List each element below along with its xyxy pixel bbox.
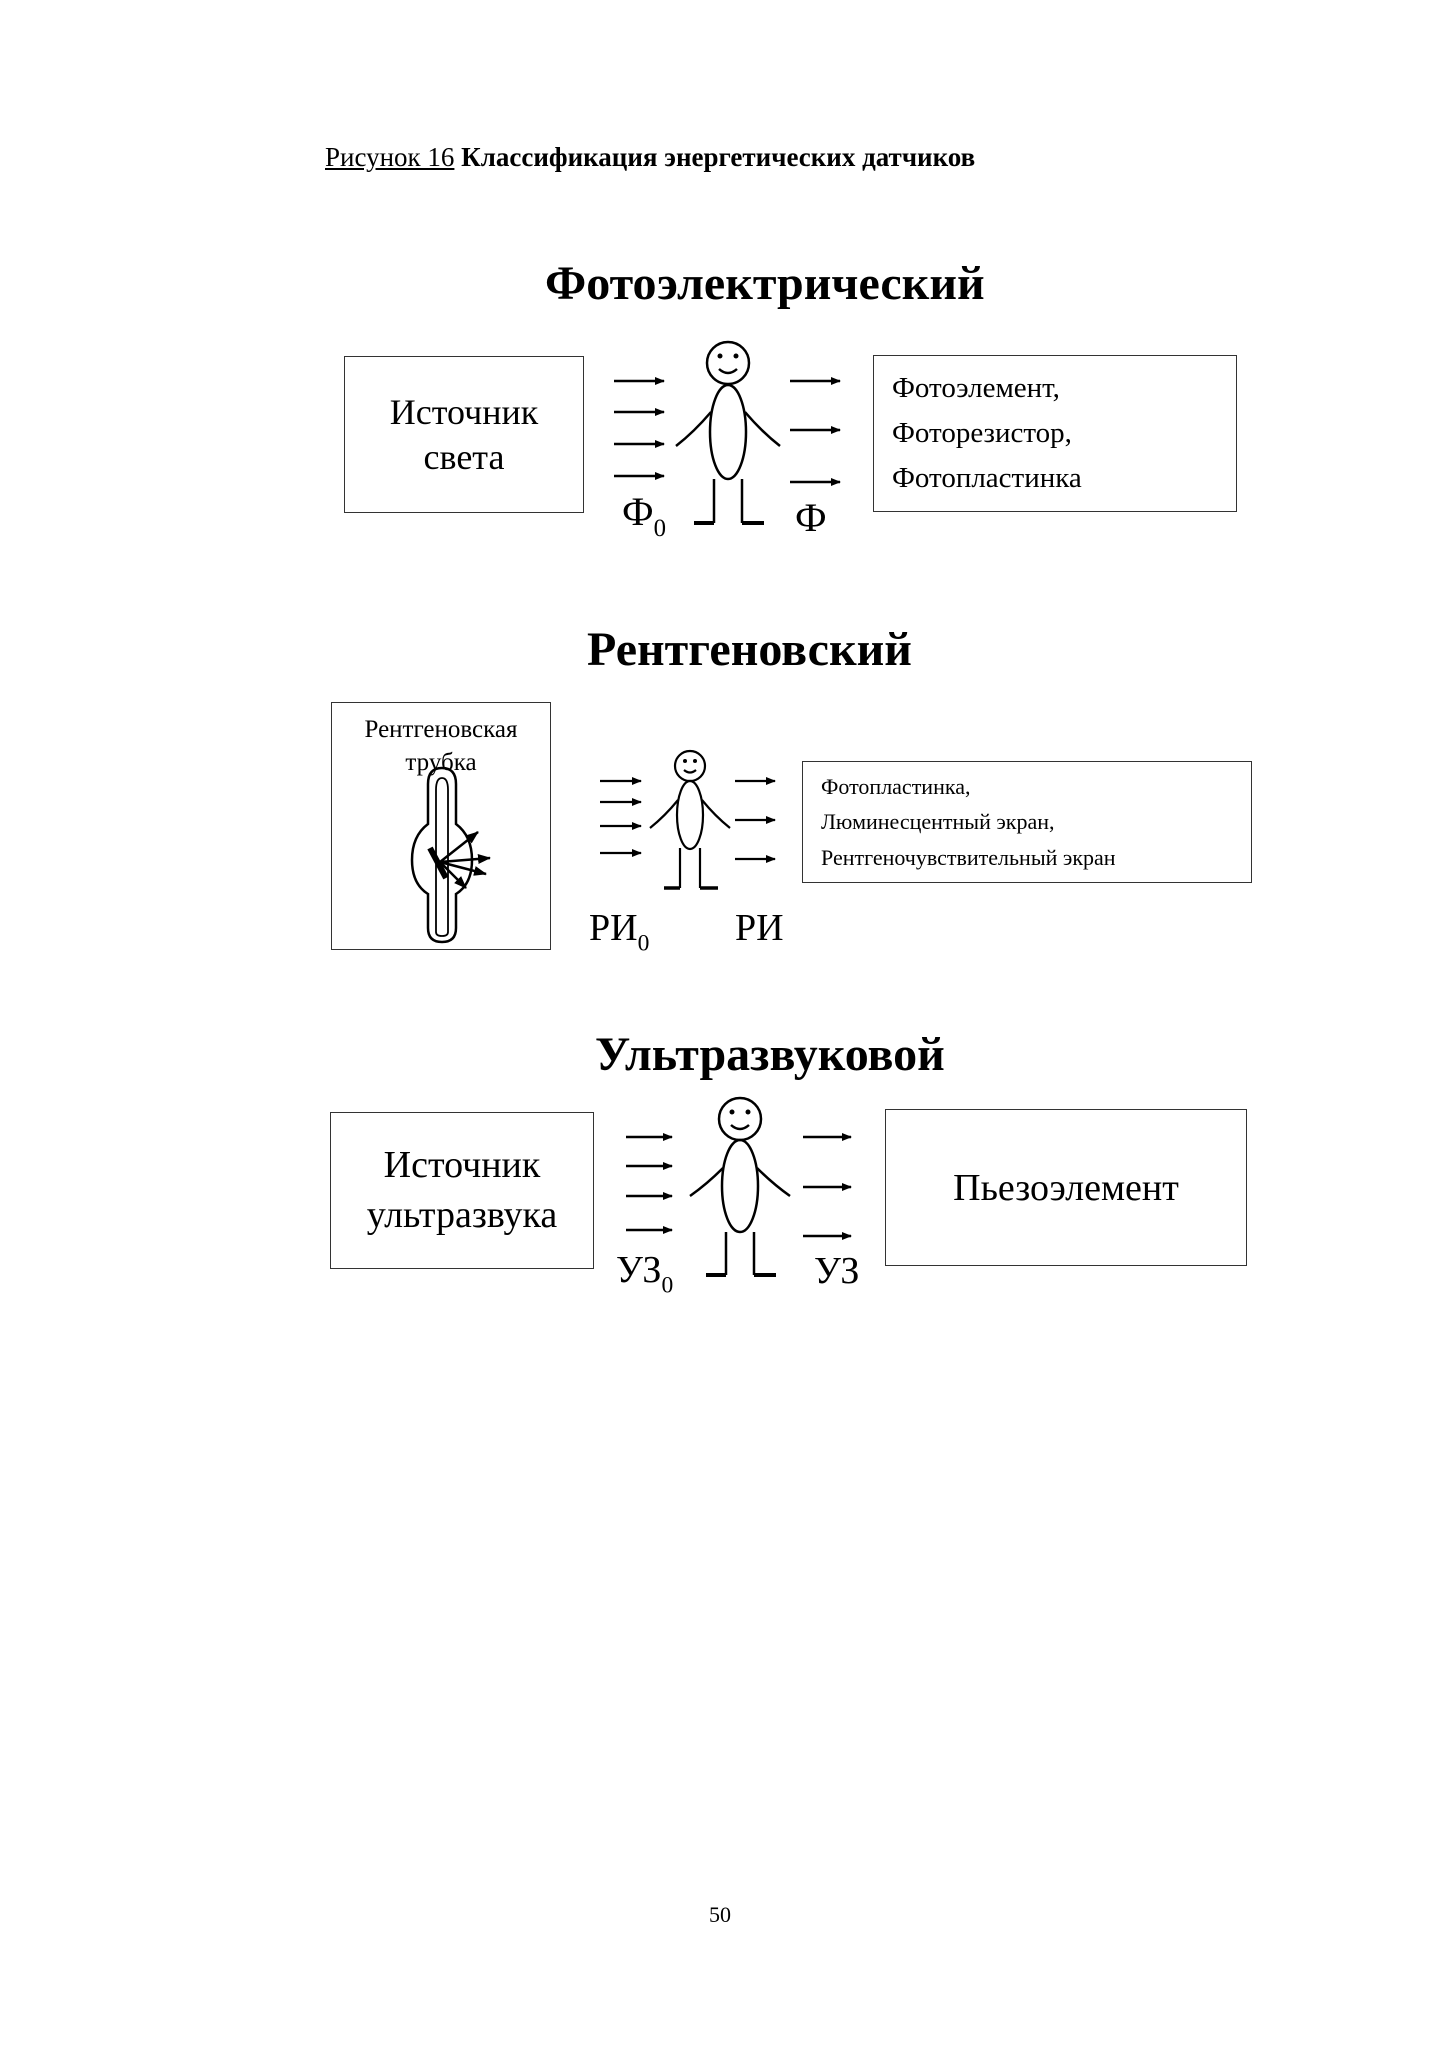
ultrasound-source-box: Источник ультразвука: [330, 1112, 594, 1269]
incident-light-arrows: [614, 377, 665, 480]
xray-detector-line-1: Фотопластинка,: [821, 774, 971, 800]
transmitted-xray-arrows: [735, 777, 776, 863]
ultrasound-source-line-1: Источник: [383, 1144, 541, 1187]
xray-tube-icon: [410, 766, 491, 944]
stick-figure-1: [675, 340, 781, 525]
piezo-detector-box: Пьезоэлемент: [885, 1109, 1247, 1266]
incident-xray-arrows: [600, 777, 642, 857]
light-source-line-1: Источник: [389, 391, 539, 432]
light-source-box: Источник света: [344, 356, 584, 513]
section-title-photoelectric: Фотоэлектрический: [545, 257, 985, 310]
transmitted-xray-label: РИ: [735, 907, 784, 949]
incident-ultrasound-symbol: УЗ: [616, 1249, 662, 1291]
xray-tube-line-1: Рентгеновская: [364, 716, 518, 743]
xray-detector-line-3: Рентгеночувствительный экран: [821, 844, 1116, 870]
incident-flux-label: Ф0: [622, 488, 666, 543]
photo-detector-line-2: Фоторезистор,: [892, 417, 1072, 450]
figure-caption: Рисунок 16 Классификация энергетических …: [325, 142, 975, 173]
xray-tube-box: Рентгеновская трубка: [331, 702, 551, 950]
incident-xray-subscript: 0: [637, 930, 650, 957]
photo-detector-line-1: Фотоэлемент,: [892, 372, 1060, 405]
transmitted-ultrasound-label: УЗ: [814, 1250, 860, 1292]
xray-detector-line-2: Люминесцентный экран,: [821, 809, 1055, 835]
transmitted-ultrasound-arrows: [803, 1133, 852, 1240]
transmitted-flux-label: Ф: [795, 495, 827, 540]
incident-xray-symbol: РИ: [589, 907, 638, 949]
piezo-detector-line-1: Пьезоэлемент: [953, 1166, 1179, 1209]
section-title-ultrasound: Ультразвуковой: [595, 1028, 945, 1081]
light-source-line-2: света: [423, 436, 505, 477]
photo-detector-box: Фотоэлемент, Фоторезистор, Фотопластинка: [873, 355, 1237, 512]
caption-label: Рисунок 16: [325, 142, 455, 172]
photo-detector-line-3: Фотопластинка: [892, 461, 1082, 494]
xray-tube-label: Рентгеновская трубка: [332, 713, 550, 779]
xray-detector-box: Фотопластинка, Люминесцентный экран, Рен…: [802, 761, 1252, 883]
ultrasound-source-line-2: ультразвука: [366, 1193, 558, 1236]
stick-figure-2: [649, 749, 731, 890]
incident-ultrasound-arrows: [626, 1133, 673, 1234]
stick-figure-3: [689, 1096, 791, 1277]
transmitted-light-arrows: [790, 377, 841, 486]
page-number: 50: [709, 1902, 731, 1927]
incident-flux-symbol: Ф: [622, 489, 654, 534]
incident-ultrasound-label: УЗ0: [616, 1248, 673, 1300]
caption-title: Классификация энергетических датчиков: [461, 142, 976, 172]
incident-xray-label: РИ0: [589, 906, 649, 958]
section-title-xray: Рентгеновский: [587, 623, 912, 676]
xray-tube-line-2: трубка: [405, 749, 477, 776]
incident-ultrasound-subscript: 0: [661, 1272, 674, 1299]
incident-flux-subscript: 0: [653, 515, 667, 543]
